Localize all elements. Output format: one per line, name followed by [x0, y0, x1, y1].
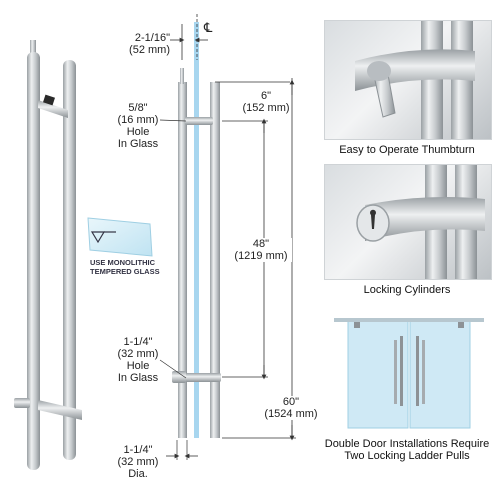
door-left-panel: [347, 319, 409, 429]
label-offset: 2-1/16" (52 mm): [110, 32, 170, 56]
label-hole-bottom-inch: 1-1/4": [123, 336, 153, 348]
label-dia-inch: 1-1/4": [123, 444, 153, 456]
door-patch-fitting-right: [458, 322, 464, 328]
label-dia-text: Dia.: [128, 468, 148, 480]
render-thumbturn-knob: [43, 94, 55, 106]
glass-note-line2: TEMPERED GLASS: [90, 267, 160, 276]
label-hole-top-text1: Hole: [126, 126, 150, 138]
caption-double-door: Double Door Installations Require Two Lo…: [317, 438, 497, 462]
bar-right: [210, 82, 220, 438]
label-projection-mm: (152 mm): [242, 102, 290, 114]
lock-body: [172, 371, 186, 383]
thumbturn-hub: [367, 61, 391, 81]
label-hole-top-mm: (16 mm): [117, 114, 159, 126]
label-offset-inch: 2-1/16": [134, 32, 170, 44]
glass-note-line1: USE MONOLITHIC: [90, 258, 155, 267]
door-pull-left-a: [400, 336, 403, 406]
caption-locking-cylinders: Locking Cylinders: [363, 284, 451, 296]
label-center-to-center: 48" (1219 mm): [230, 238, 292, 262]
elevation-drawing: [159, 14, 296, 460]
door-pull-left-b: [394, 340, 397, 404]
render-bar-left: [27, 52, 40, 470]
caption-thumbturn: Easy to Operate Thumbturn: [339, 144, 475, 156]
centerline-symbol: ℄: [204, 20, 213, 35]
caption-double-door-line2: Two Locking Ladder Pulls: [344, 450, 470, 462]
label-cc-inch: 48": [252, 238, 270, 250]
label-hole-bottom-text2: In Glass: [117, 372, 159, 384]
label-projection: 6" (152 mm): [236, 90, 296, 114]
label-overall-inch: 60": [282, 396, 300, 408]
render-lock-cylinder: [14, 398, 30, 408]
ladder-pull-render: [14, 40, 82, 470]
door-pull-right-b: [422, 340, 425, 404]
tempered-glass-icon: [90, 231, 106, 244]
photo-double-door: [334, 312, 484, 430]
standoff-top: [185, 117, 213, 125]
label-hole-bottom-text1: Hole: [126, 360, 150, 372]
photo-thumbturn: [324, 20, 492, 140]
photo-locking-cylinders: [324, 164, 492, 280]
leader-hole-top: [159, 119, 187, 122]
label-hole-bottom: 1-1/4" (32 mm) Hole In Glass: [116, 336, 160, 384]
glass-note: USE MONOLITHIC TEMPERED GLASS: [90, 258, 160, 276]
render-top-cap: [30, 40, 36, 54]
label-hole-bottom-mm: (32 mm): [117, 348, 159, 360]
label-hole-top: 5/8" (16 mm) Hole In Glass: [116, 102, 160, 150]
bar-left: [178, 82, 187, 438]
cylinder-illustration: [356, 165, 485, 279]
label-overall-length: 60" (1524 mm): [260, 396, 322, 420]
label-cc-mm: (1219 mm): [234, 250, 288, 262]
render-bar-right: [63, 60, 76, 460]
label-dia-mm: (32 mm): [117, 456, 159, 468]
caption-double-door-line1: Double Door Installations Require: [324, 438, 490, 450]
door-right-panel: [409, 319, 471, 429]
render-standoff-bottom: [38, 400, 82, 420]
double-door-illustration: [334, 318, 484, 429]
label-overall-mm: (1524 mm): [264, 408, 318, 420]
leader-hole-bottom: [159, 359, 187, 379]
door-patch-fitting-left: [354, 322, 360, 328]
glass-swatch: [87, 217, 153, 257]
thumbturn-illustration: [355, 21, 475, 139]
standoff-bottom: [185, 373, 221, 382]
keyhole-icon: [370, 209, 376, 229]
glass-pane: [194, 22, 199, 438]
thumbturn-bar-a: [421, 21, 443, 139]
label-hole-top-inch: 5/8": [128, 102, 148, 114]
label-diameter: 1-1/4" (32 mm) Dia.: [116, 444, 160, 480]
cylinder-standoff: [365, 197, 485, 241]
render-standoff-top: [38, 100, 68, 118]
label-offset-mm: (52 mm): [129, 44, 170, 56]
door-pull-right-a: [416, 336, 419, 406]
bar-left-cap: [180, 68, 184, 84]
label-hole-top-text2: In Glass: [117, 138, 159, 150]
label-projection-inch: 6": [260, 90, 272, 102]
door-header: [334, 318, 484, 322]
